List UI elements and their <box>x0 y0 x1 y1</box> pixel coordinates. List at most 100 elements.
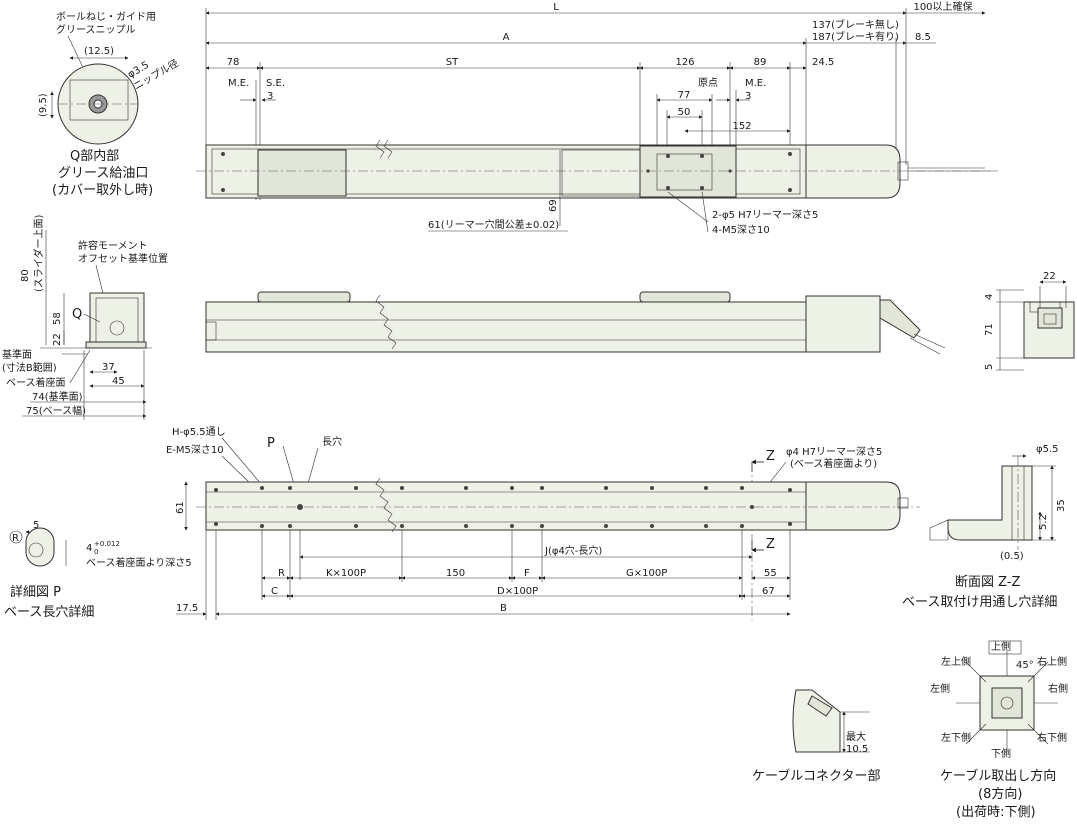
p-tol-sub: 0 <box>94 548 98 556</box>
cable-direction-view: 上側 左上側 右上側 左側 右側 左下側 右下側 下側 45° ケーブル取出し方… <box>930 640 1068 820</box>
zz-dim-5-2: 5.2 <box>1038 514 1049 530</box>
dir-right: 右側 <box>1048 682 1068 695</box>
end-view-body <box>89 292 145 349</box>
dim-89: 89 <box>754 57 767 68</box>
left-cover <box>257 149 347 197</box>
dir-angle: 45° <box>1016 660 1034 671</box>
zz-section-body <box>947 465 1033 541</box>
dir-bottom-left: 左下側 <box>941 731 971 744</box>
p-tol-sup: +0.012 <box>94 540 120 548</box>
zz-dim-0-5: (0.5) <box>1000 551 1024 562</box>
dim-D: D×100P <box>497 586 538 597</box>
cable-connector-view: 最大 10.5 ケーブルコネクター部 <box>752 689 880 784</box>
right-end-view: 22 4 71 5 <box>984 271 1075 371</box>
dim-ST: ST <box>446 57 459 68</box>
dim-137: 137(ブレーキ無し) <box>812 18 899 31</box>
direction-caption-2: (8方向) <box>978 786 1022 802</box>
ref-surface-label-2: (寸法B範囲) <box>2 361 57 374</box>
dim-24-5: 24.5 <box>812 57 834 68</box>
zz-dim-35: 35 <box>1056 499 1067 512</box>
z-marker-bottom: Z <box>766 537 775 552</box>
zz-dia: φ5.5 <box>1036 444 1059 455</box>
dim-58: 58 <box>52 312 63 325</box>
dim-K: K×100P <box>326 568 366 579</box>
motor-bottom <box>805 481 901 531</box>
dim-8-5: 8.5 <box>915 32 931 43</box>
phi4-label-2: (ベース着座面より) <box>790 457 877 470</box>
p-depth: ベース着座面より深さ5 <box>86 556 192 569</box>
dim-69: 69 <box>548 199 559 212</box>
dim-12-5: (12.5) <box>84 46 114 57</box>
dim-75: 75(ベース幅) <box>26 404 86 417</box>
moment-label: 許容モーメント <box>78 239 148 252</box>
dim-55: 55 <box>764 568 777 579</box>
zz-caption-2: ベース取付け用通し穴詳細 <box>902 594 1057 610</box>
motor-side <box>805 295 881 353</box>
dim-22-right: 22 <box>1043 271 1056 282</box>
dim-61: 61 <box>175 501 186 514</box>
dim-C: C <box>271 586 278 597</box>
base-seat-label: ベース着座面 <box>6 376 66 389</box>
break-mark <box>375 139 393 159</box>
slot-label: 長穴 <box>322 435 342 448</box>
dim-G: G×100P <box>626 568 667 579</box>
dim-50: 50 <box>678 107 691 118</box>
dir-top-right: 右上側 <box>1037 655 1067 668</box>
p-detail-view: 5 R 4 +0.012 0 ベース着座面より深さ5 詳細図 P ベース長穴詳細 <box>4 520 192 620</box>
label-me: M.E. <box>228 78 249 89</box>
actuator-body-side <box>205 301 807 353</box>
p-caption-2: ベース長穴詳細 <box>4 604 94 620</box>
dim-126: 126 <box>675 57 694 68</box>
motor-housing <box>805 144 901 199</box>
actuator-body-bottom <box>205 481 807 531</box>
slider-top <box>639 145 737 198</box>
slot-shape <box>25 527 55 567</box>
label-me-right: M.E. <box>745 78 766 89</box>
zz-section-view: φ5.5 35 5.2 (0.5) 断面図 Z-Z ベース取付け用通し穴詳細 <box>902 444 1067 610</box>
p-dim-R: R <box>12 533 19 544</box>
direction-caption-3: (出荷時:下側) <box>956 805 1036 820</box>
p-tol: 4 <box>86 543 92 554</box>
connector-dim: 10.5 <box>846 744 868 755</box>
dim-3-right: 3 <box>745 91 751 102</box>
end-view: 80 (スライダー上面) 許容モーメント オフセット基準位置 Q 58 22 基… <box>2 214 168 420</box>
label-se: S.E. <box>266 78 285 89</box>
dim-3-left: 3 <box>267 91 273 102</box>
mount-holes <box>214 486 792 528</box>
dim-45: 45 <box>112 376 125 387</box>
dim-77: 77 <box>678 90 691 101</box>
zz-caption-1: 断面図 Z-Z <box>955 575 1021 590</box>
dim-74: 74(基準面) <box>32 390 83 403</box>
dim-78: 78 <box>227 57 240 68</box>
connector-caption: ケーブルコネクター部 <box>752 768 880 784</box>
dim-B: B <box>500 603 507 614</box>
dim-9-5: (9.5) <box>38 93 49 117</box>
moment-label-2: オフセット基準位置 <box>78 252 168 265</box>
q-caption-2: グリース給油口 <box>58 166 148 181</box>
top-view: L 100以上確保 A 137(ブレーキ無し) 187(ブレーキ有り) 8.5 … <box>196 0 1000 236</box>
dim-150: 150 <box>446 568 465 579</box>
connector-max: 最大 <box>846 730 866 743</box>
dir-top: 上側 <box>991 640 1011 653</box>
dim-J: J(φ4穴-長穴) <box>544 544 602 557</box>
slider-top-label: (スライダー上面) <box>32 214 45 292</box>
ref-surface-label: 基準面 <box>2 348 32 361</box>
reamer-tolerance: 61(リーマー穴間公差±0.02) <box>428 218 559 231</box>
q-marker: Q <box>72 307 82 322</box>
nipple-label-2: グリースニップル <box>56 23 136 36</box>
dim-17-5: 17.5 <box>176 603 198 614</box>
side-view <box>205 291 946 355</box>
h-holes-label: H-φ5.5通し <box>172 426 226 438</box>
dim-71: 71 <box>984 323 995 336</box>
dim-A: A <box>503 32 510 43</box>
dim-80: 80 <box>20 269 31 282</box>
reamer-holes-label: 2-φ5 H7リーマー深さ5 <box>712 209 818 221</box>
dim-67: 67 <box>762 586 775 597</box>
dim-37: 37 <box>102 362 115 373</box>
dim-152: 152 <box>732 121 751 132</box>
q-caption-3: (カバー取外し時) <box>52 183 153 198</box>
dir-bottom: 下側 <box>991 747 1011 760</box>
q-caption-1: Q部内部 <box>70 148 119 164</box>
bottom-view: H-φ5.5通し E-M5深さ10 P 長穴 φ4 H7リーマー深さ5 (ベース… <box>166 426 920 620</box>
